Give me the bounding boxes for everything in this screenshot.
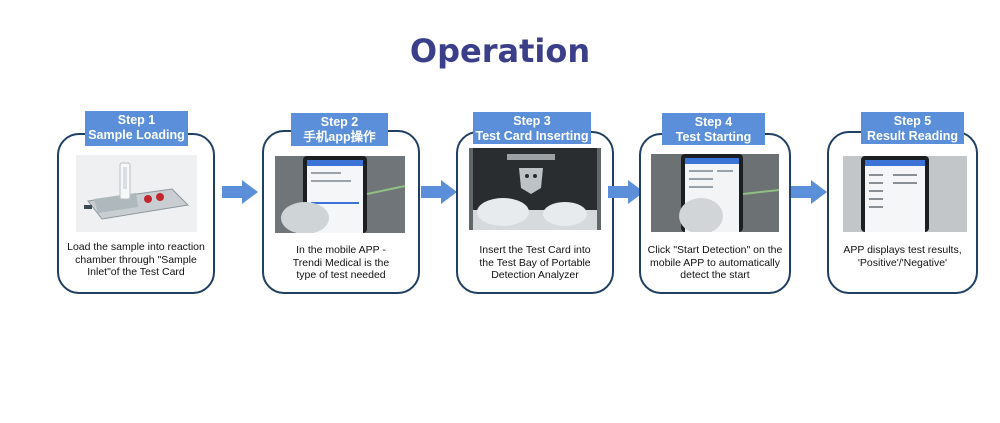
- step-5-photo: [843, 156, 967, 232]
- step-1-name: Sample Loading: [88, 128, 185, 142]
- step-3-badge: Step 3 Test Card Inserting: [473, 112, 591, 144]
- step-2-number: Step 2: [320, 115, 359, 129]
- analyzer-photo-icon: [469, 148, 601, 230]
- arrow-right-icon: [608, 180, 644, 204]
- step-5-number: Step 5: [893, 114, 932, 128]
- step-2-badge: Step 2 手机app操作: [291, 113, 388, 146]
- step-5-description: APP displays test results, 'Positive'/'N…: [843, 244, 962, 269]
- page-title: Operation: [409, 32, 591, 70]
- step-5-name: Result Reading: [867, 129, 958, 143]
- step-3-number: Step 3: [513, 114, 551, 128]
- arrow-right-icon: [791, 180, 827, 204]
- step-3-description: Insert the Test Card into the Test Bay o…: [479, 244, 591, 281]
- step-3-name: Test Card Inserting: [475, 129, 589, 143]
- step-4-description: Click "Start Detection" on the mobile AP…: [647, 244, 783, 281]
- arrow-right-icon: [421, 180, 457, 204]
- step-1-number: Step 1: [117, 113, 156, 127]
- mobile-app-photo-icon: [275, 156, 405, 233]
- step-4-photo: [651, 154, 779, 232]
- step-1-badge: Step 1 Sample Loading: [85, 111, 188, 146]
- start-detection-photo-icon: [651, 154, 779, 232]
- step-4-number: Step 4: [694, 115, 733, 129]
- result-screen-photo-icon: [843, 156, 967, 232]
- step-2-description: In the mobile APP - Trendi Medical is th…: [292, 244, 390, 281]
- step-2-name: 手机app操作: [303, 130, 376, 144]
- step-5-badge: Step 5 Result Reading: [861, 112, 964, 144]
- step-2-photo: [275, 156, 405, 233]
- step-4-name: Test Starting: [675, 130, 752, 144]
- arrow-right-icon: [222, 180, 258, 204]
- step-4-badge: Step 4 Test Starting: [662, 113, 765, 145]
- test-card-photo-icon: [76, 155, 197, 232]
- step-3-photo: [469, 148, 601, 230]
- step-1-photo: [76, 155, 197, 232]
- step-1-description: Load the sample into reaction chamber th…: [67, 241, 205, 278]
